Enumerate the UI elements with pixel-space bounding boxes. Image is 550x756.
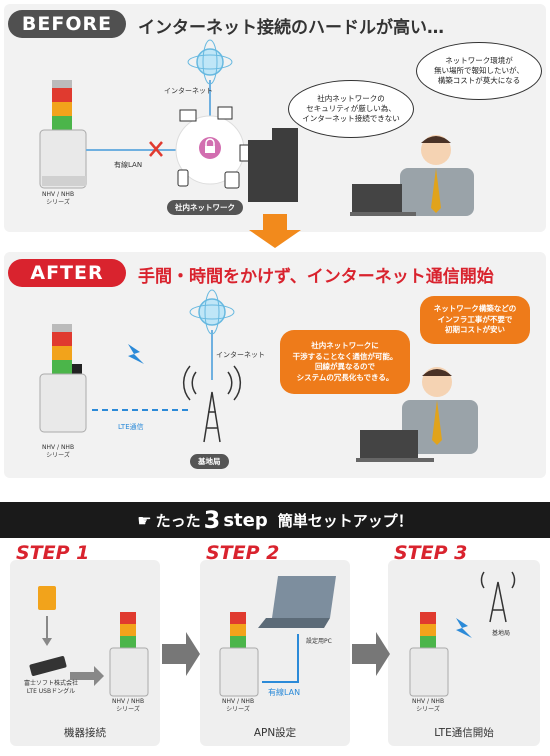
after-tag: AFTER bbox=[8, 259, 126, 287]
banner-prefix: たった bbox=[155, 511, 201, 530]
after-speech-bubble-1: 社内ネットワークに 干渉することなく通信が可能。 回線が異なるので システムの冗… bbox=[280, 330, 410, 394]
after-base-station-label: 基地局 bbox=[190, 454, 229, 469]
usb-dongle-icon bbox=[29, 655, 67, 677]
step-3-base-station-label: 基地局 bbox=[492, 630, 511, 637]
base-station-tower-icon bbox=[480, 571, 516, 623]
three-step-banner: ☛ たった 3 step 簡単セットアップ！ bbox=[0, 502, 550, 538]
sim-card-icon bbox=[38, 586, 56, 610]
signal-tower-device bbox=[39, 80, 87, 189]
signal-tower-device bbox=[409, 612, 449, 697]
step-2-caption: APN設定 bbox=[253, 727, 297, 739]
steps-diagram bbox=[29, 571, 516, 697]
blocked-x-icon bbox=[149, 141, 163, 157]
after-series-label: NHV / NHB シリーズ bbox=[42, 444, 75, 459]
down-arrow-icon bbox=[249, 214, 301, 248]
after-lte-label: LTE通信 bbox=[118, 423, 144, 431]
step-3-series-label: NHV / NHB シリーズ bbox=[412, 698, 445, 713]
signal-tower-device bbox=[109, 612, 149, 697]
step-1-dongle-label: 富士ソフト株式会社 LTE USBドングル bbox=[24, 680, 79, 695]
before-series-label: NHV / NHB シリーズ bbox=[42, 191, 75, 206]
before-wired-lan-label: 有線LAN bbox=[114, 161, 143, 169]
step-1-series-label: NHV / NHB シリーズ bbox=[112, 698, 145, 713]
point-hand-icon: ☛ bbox=[137, 510, 152, 530]
step-arrow-1 bbox=[162, 632, 200, 676]
after-diagram bbox=[39, 289, 478, 462]
businessman-laptop bbox=[356, 367, 478, 462]
before-thought-bubble-2: 社内ネットワークの セキュリティが厳しい為、 インターネット接続できない bbox=[288, 80, 414, 138]
step-1-caption: 機器接続 bbox=[64, 727, 106, 739]
internal-network-hub bbox=[175, 106, 253, 189]
before-diagram bbox=[39, 39, 474, 216]
banner-suffix: 簡単セットアップ！ bbox=[277, 511, 413, 530]
internet-globe-icon bbox=[189, 289, 235, 335]
before-network-label: 社内ネットワーク bbox=[167, 200, 243, 215]
before-heading: インターネット接続のハードルが高い… bbox=[138, 18, 444, 38]
banner-number: 3 bbox=[203, 506, 221, 534]
office-building-icon bbox=[248, 128, 298, 202]
step-1-title: STEP 1 bbox=[16, 542, 90, 564]
step-arrow-2 bbox=[352, 632, 390, 676]
step-3-title: STEP 3 bbox=[394, 542, 468, 564]
banner-step-word: step bbox=[223, 509, 268, 531]
after-speech-bubble-2: ネットワーク構築などの インフラ工事が不要で 初期コストが安い bbox=[420, 296, 530, 344]
internet-globe-icon bbox=[187, 39, 233, 85]
businessman-stressed bbox=[350, 135, 474, 216]
step-2-lan-label: 有線LAN bbox=[268, 688, 301, 697]
after-heading: 手間・時間をかけず、インターネット通信開始 bbox=[138, 267, 494, 287]
before-internet-label: インターネット bbox=[164, 87, 213, 95]
step-3-caption: LTE通信開始 bbox=[434, 727, 494, 739]
lightning-icon bbox=[128, 344, 144, 364]
signal-tower-device bbox=[39, 324, 87, 433]
after-internet-label: インターネット bbox=[216, 351, 265, 359]
before-tag: BEFORE bbox=[8, 10, 126, 38]
signal-tower-device bbox=[219, 612, 259, 697]
step-2-pc-label: 設定用PC bbox=[306, 638, 332, 645]
step-2-title: STEP 2 bbox=[206, 542, 280, 564]
laptop-icon bbox=[258, 576, 336, 628]
step-2-series-label: NHV / NHB シリーズ bbox=[222, 698, 255, 713]
base-station-tower-icon bbox=[183, 365, 241, 443]
lightning-icon bbox=[456, 618, 472, 638]
before-thought-bubble-1: ネットワーク環境が 無い場所で報知したいが、 構築コストが莫大になる bbox=[416, 42, 542, 100]
